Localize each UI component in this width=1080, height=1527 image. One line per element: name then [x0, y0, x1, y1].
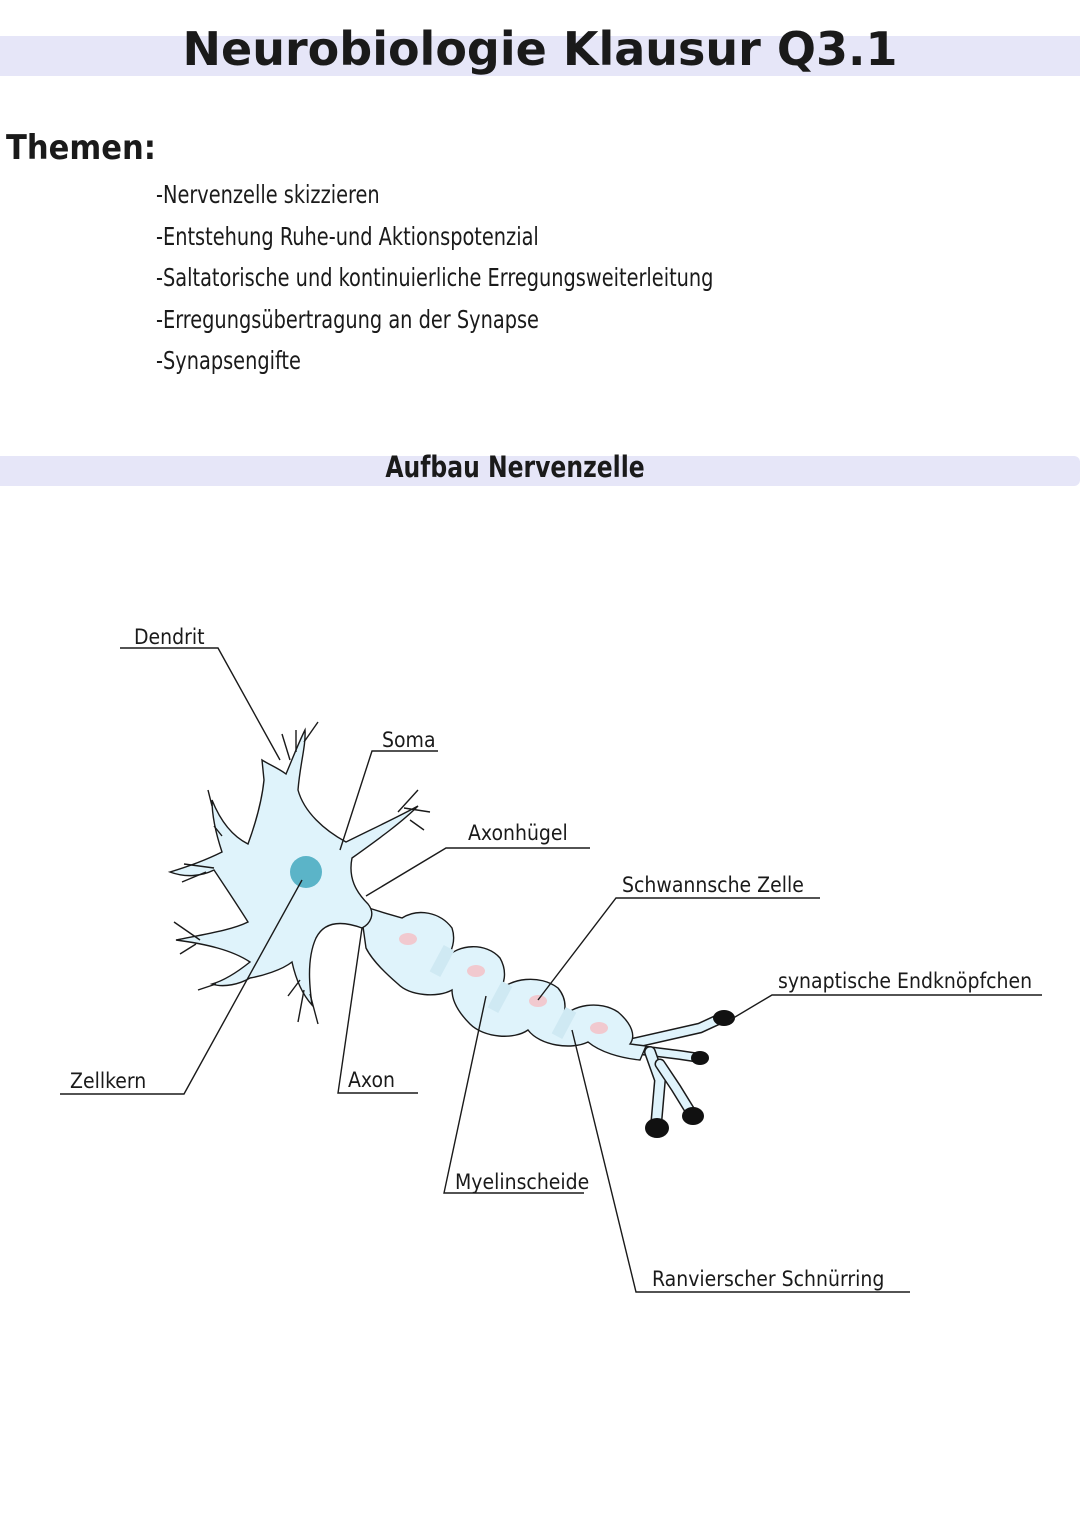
label-endknoepfchen: synaptische Endknöpfchen	[729, 969, 1042, 1021]
label-axonhuegel: Axonhügel	[365, 821, 590, 897]
label-schwann: Schwannsche Zelle	[537, 873, 820, 1001]
ranvier-node	[487, 980, 513, 1014]
synaptic-terminal	[682, 1107, 704, 1125]
ranvier-node	[551, 1006, 577, 1040]
synaptic-terminal	[645, 1118, 669, 1138]
label-dendrit: Dendrit	[120, 625, 281, 761]
label-text: Myelinscheide	[455, 1170, 589, 1194]
label-myelin: Myelinscheide	[443, 995, 589, 1194]
neuron	[167, 721, 735, 1138]
topic-item: -Erregungsübertragung an der Synapse	[156, 304, 539, 334]
topic-list: -Nervenzelle skizzieren -Entstehung Ruhe…	[156, 174, 804, 382]
label-soma: Soma	[339, 728, 438, 851]
label-text: Soma	[382, 728, 436, 752]
schwann-nucleus	[399, 933, 417, 945]
themen-heading: Themen:	[6, 128, 157, 168]
synaptic-terminal	[713, 1010, 735, 1026]
section-band	[0, 456, 1080, 486]
label-text: Axon	[348, 1068, 395, 1092]
label-text: Ranvierscher Schnürring	[652, 1267, 884, 1291]
synaptic-terminal	[691, 1051, 709, 1065]
label-zellkern: Zellkern	[60, 879, 303, 1095]
dendrite-tips	[173, 721, 431, 1025]
topic-item: -Entstehung Ruhe-und Aktionspotenzial	[156, 221, 539, 251]
schwann-nucleus	[467, 965, 485, 977]
schwann-nucleus	[529, 995, 547, 1007]
label-text: Schwannsche Zelle	[622, 873, 804, 897]
section-title: Aufbau Nervenzelle	[385, 450, 645, 484]
title-band	[0, 36, 1080, 76]
label-text: synaptische Endknöpfchen	[778, 969, 1032, 993]
schwann-nucleus	[590, 1022, 608, 1034]
topic-item: -Saltatorische und kontinuierliche Erreg…	[156, 263, 714, 292]
ranvier-node	[429, 944, 455, 978]
axon-terminal-branches	[619, 1010, 732, 1132]
label-text: Dendrit	[134, 625, 205, 649]
topic-item: -Synapsengifte	[156, 346, 301, 375]
label-ranvier: Ranvierscher Schnürring	[571, 1029, 910, 1293]
topic-item: -Nervenzelle skizzieren	[156, 180, 380, 209]
cell-nucleus	[290, 856, 322, 888]
label-axon: Axon	[337, 927, 418, 1094]
label-text: Axonhügel	[468, 821, 568, 845]
page-title: Neurobiologie Klausur Q3.1	[182, 22, 898, 76]
label-text: Zellkern	[70, 1069, 146, 1093]
